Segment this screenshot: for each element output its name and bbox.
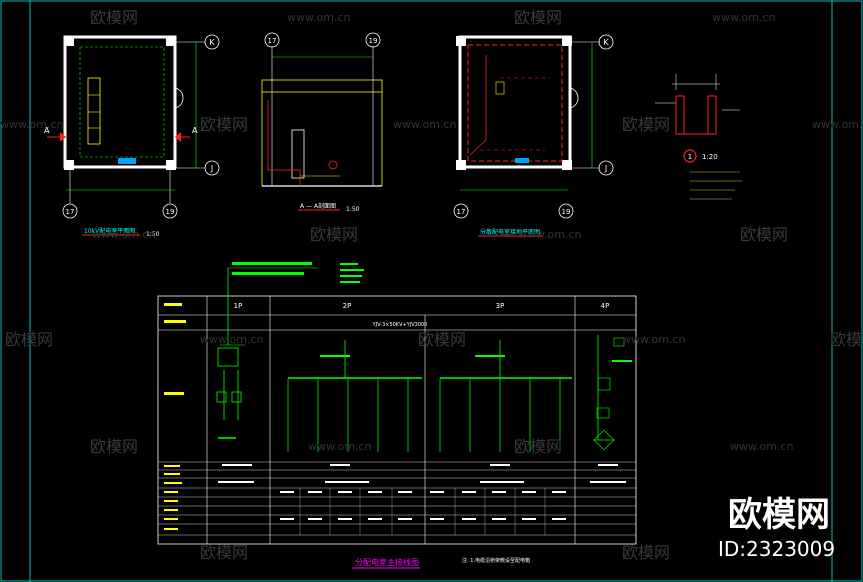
schematic-title: 分配电室主接线图 [355,557,419,567]
section-scale: 1:50 [346,206,360,213]
watermark-site: www.om.cn [200,333,263,346]
watermark-site: www.om.cn [0,118,63,131]
schematic-labels [232,262,632,362]
grid-label-19: 19 [166,208,175,216]
grid-bubble-j-a: J [204,160,220,176]
grid-bubble-17-b: 17 [264,32,280,48]
grid-bubble-17-c: 17 [453,203,469,219]
watermark-site: www.om.cn [712,11,775,24]
watermark-brand: 欧模网 [5,330,53,349]
watermark-layer: 欧模网 欧模网 欧模网 欧模网 欧模网 欧模网 欧模网 欧模网 欧模网 欧模网 … [0,8,863,562]
watermark-brand: 欧模网 [200,543,248,562]
plan-left-title: 10kV配电室平面图 [84,227,135,235]
schematic-table [157,295,637,545]
watermark-brand: 欧模网 [418,330,466,349]
grid-label-17: 17 [457,208,466,216]
column-header-1p: 1P [234,302,243,310]
grid-label-j: J [604,164,607,173]
column-header-2p: 2P [343,302,352,310]
detail-callout: 1 [683,149,697,163]
watermark-brand: 欧模网 [514,437,562,456]
grid-bubble-k-a: K [204,34,220,50]
grid-bubble-19-b: 19 [365,32,381,48]
column-header-4p: 4P [601,302,610,310]
watermark-site: www.om.cn [518,228,581,241]
grid-bubble-19-a: 19 [162,203,178,219]
grid-bubble-17-a: 17 [62,203,78,219]
grid-label-k: K [603,38,609,47]
watermark-logo-text: 欧模网 [728,495,830,535]
watermark-site: www.om.cn [393,118,456,131]
grid-label-17: 17 [268,37,277,45]
grid-label-17: 17 [66,208,75,216]
watermark-brand: 欧模网 [622,115,670,134]
section-title: A — A剖面图 [300,202,336,210]
section-view [261,46,383,211]
plan-left-scale: 1:50 [146,231,160,238]
watermark-brand: 欧模网 [90,8,138,27]
watermark-site: www.om.cn [92,228,155,241]
column-header-3p: 3P [496,302,505,310]
watermark-site: www.om.cn [730,440,793,453]
watermark-brand: 欧模网 [740,225,788,244]
grid-bubble-19-c: 19 [558,203,574,219]
watermark-logo: 欧模网 ID:2323009 [718,495,835,561]
feeder-label: YJV-3×50KV+YJV3000 [372,322,428,328]
grid-label-k: K [209,38,215,47]
watermark-id: ID:2323009 [718,537,835,561]
grid-bubble-k-c: K [598,34,614,50]
plan-left [47,35,205,236]
watermark-brand: 欧模网 [514,8,562,27]
watermark-site: www.om.cn [622,333,685,346]
schematic-note: 注: 1.电缆沿桥架敷设至配电箱 [462,557,530,564]
watermark-site: www.om.cn [287,11,350,24]
watermark-brand: 欧模网 [830,330,863,349]
watermark-brand: 欧模网 [622,543,670,562]
watermark-brand: 欧模网 [310,225,358,244]
watermark-brand: 欧模网 [90,437,138,456]
section-marker-right: A [192,126,198,135]
detail-number: 1 [688,153,692,161]
schematic-table-values [218,464,626,520]
watermark-site: www.om.cn [308,440,371,453]
grid-label-19: 19 [562,208,571,216]
grid-label-j: J [210,164,213,173]
grid-label-19: 19 [369,37,378,45]
detail-scale: 1:20 [702,153,718,161]
plan-right-title: 分散配电室接地平面图 [480,228,540,236]
watermark-brand: 欧模网 [200,115,248,134]
plan-right [456,35,600,237]
watermark-site: www.om.cn [812,118,863,131]
single-line-diagram [216,267,625,452]
section-marker-left: A [44,126,50,135]
detail-1 [655,74,742,200]
grid-bubble-j-c: J [598,160,614,176]
